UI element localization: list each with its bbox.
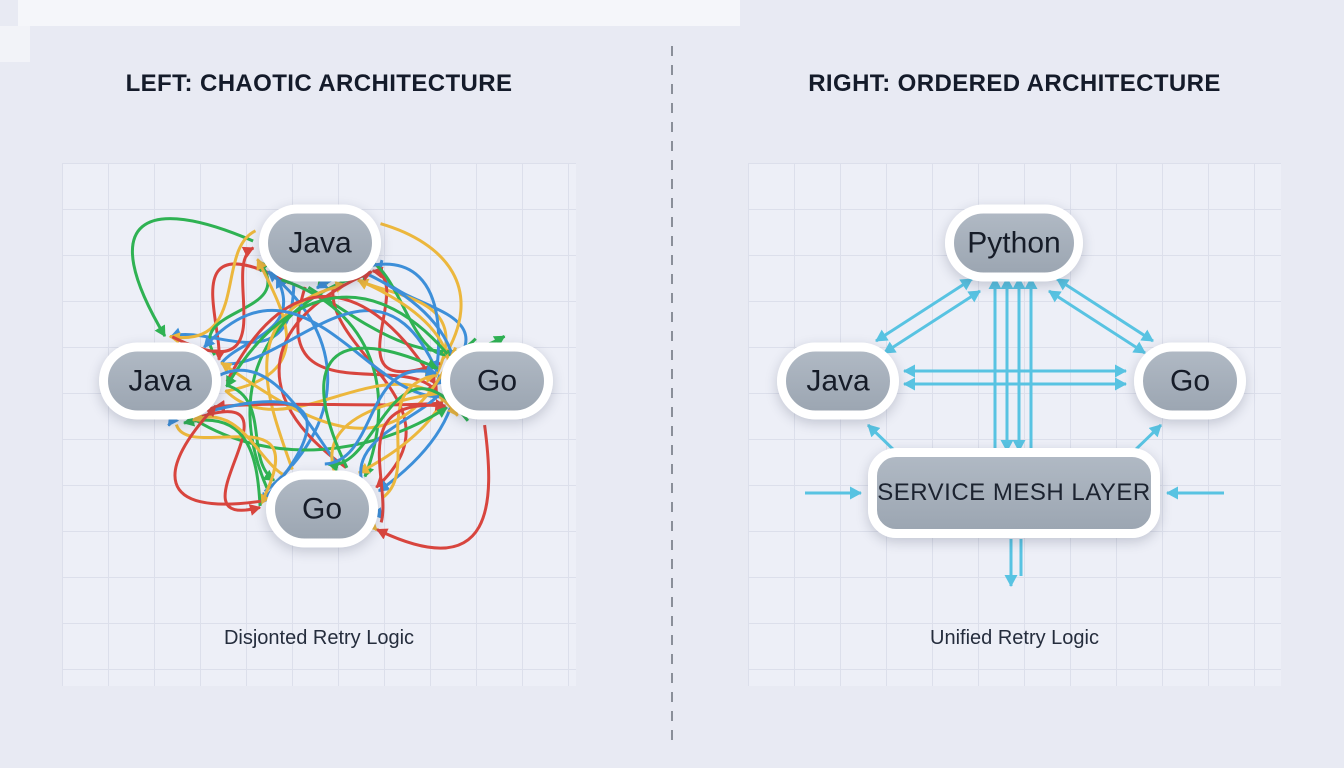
right-panel-grid: Python Java Go SERVICE MESH LAYER Unifie… bbox=[748, 163, 1281, 686]
node-go-right: Go bbox=[441, 342, 553, 420]
node-label: Go bbox=[476, 364, 518, 397]
node-java-left: Java bbox=[99, 342, 221, 420]
left-panel-grid: Java Java Go Go Disjonted Retry Logic bbox=[62, 163, 576, 686]
node-go-bottom: Go bbox=[266, 470, 378, 548]
right-panel-caption: Unified Retry Logic bbox=[930, 627, 1099, 649]
node-label: Java bbox=[806, 364, 870, 397]
left-panel-title: LEFT: CHAOTIC ARCHITECTURE bbox=[125, 70, 513, 97]
corner-highlight-artifact bbox=[0, 26, 30, 62]
center-dashed-divider bbox=[671, 46, 673, 746]
node-java-right-panel: Java bbox=[777, 342, 899, 420]
left-panel-caption: Disjonted Retry Logic bbox=[223, 627, 415, 649]
service-mesh-layer-node: SERVICE MESH LAYER bbox=[868, 448, 1160, 538]
top-highlight-artifact bbox=[18, 0, 740, 26]
node-label: Go bbox=[301, 492, 343, 525]
node-label: Python bbox=[967, 226, 1061, 259]
node-python: Python bbox=[945, 204, 1083, 282]
ordered-connections-svg bbox=[805, 277, 1224, 587]
node-label: Go bbox=[1169, 364, 1211, 397]
mesh-label: SERVICE MESH LAYER bbox=[877, 479, 1151, 506]
node-label: Java bbox=[288, 226, 352, 259]
node-go-right-panel: Go bbox=[1134, 342, 1246, 420]
node-java-top: Java bbox=[259, 204, 381, 282]
node-label: Java bbox=[128, 364, 192, 397]
right-panel-title: RIGHT: ORDERED ARCHITECTURE bbox=[808, 70, 1221, 97]
